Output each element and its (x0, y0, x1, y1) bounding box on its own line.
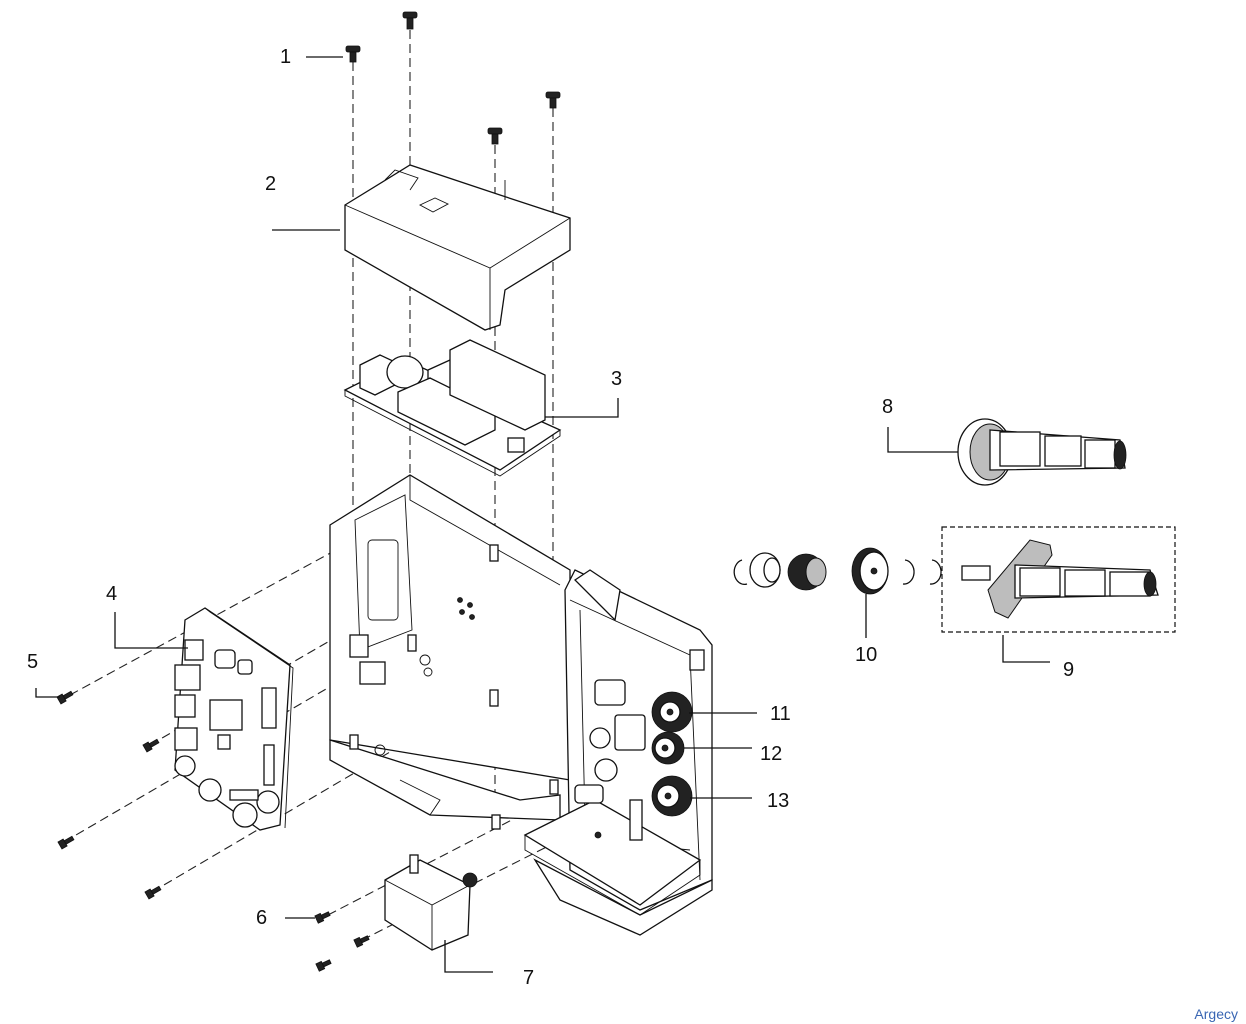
top-cover-plate (344, 164, 571, 331)
clutch-gear-assembly (733, 547, 942, 595)
screw-1c (487, 127, 503, 145)
callout-11: 11 (770, 703, 791, 725)
callout-7: 7 (523, 967, 534, 989)
callout-8: 8 (882, 396, 893, 418)
power-supply-board (343, 339, 562, 477)
gear-12 (651, 731, 685, 765)
watermark-text: Argecy (1194, 1006, 1238, 1022)
board-screws (56, 690, 162, 900)
callout-5: 5 (27, 651, 38, 673)
gear-13 (651, 775, 693, 817)
supply-spindle (957, 418, 1127, 486)
callout-12: 12 (760, 743, 782, 765)
callout-9: 9 (1063, 659, 1074, 681)
stepper-motor (384, 854, 478, 951)
top-screws (345, 11, 561, 145)
gear-11 (651, 691, 693, 733)
callout-10: 10 (855, 644, 877, 666)
callout-6: 6 (256, 907, 267, 929)
screw-1b (402, 11, 418, 30)
screw-1a (345, 45, 361, 63)
main-logic-board (174, 607, 294, 831)
callout-labels: 1 2 3 4 5 6 7 8 9 10 11 12 13 (27, 46, 1074, 989)
take-up-spindle-kit (941, 526, 1176, 633)
screw-1d (545, 91, 561, 109)
callout-1: 1 (280, 46, 291, 68)
motor-screws (314, 911, 370, 972)
callout-13: 13 (767, 790, 789, 812)
callout-4: 4 (106, 583, 117, 605)
callout-2: 2 (265, 173, 276, 195)
printer-chassis (329, 474, 713, 936)
leader-lines (35, 56, 1050, 973)
callout-3: 3 (611, 368, 622, 390)
